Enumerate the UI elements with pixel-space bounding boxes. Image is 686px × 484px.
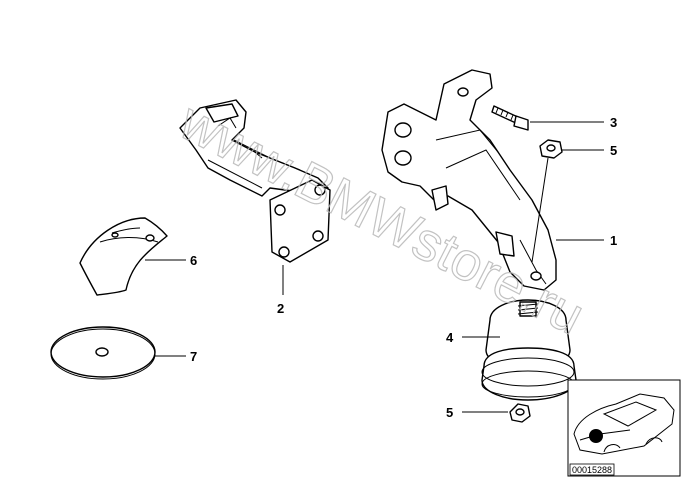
part-7-washer-disc — [50, 326, 156, 380]
part-1-mount-bracket — [381, 69, 557, 291]
callout-6: 6 — [190, 253, 197, 268]
callout-5-upper: 5 — [610, 143, 617, 158]
callout-1: 1 — [610, 233, 617, 248]
part-4-rubber-mount — [481, 299, 577, 401]
part-5-nut-upper — [539, 139, 563, 159]
callout-4: 4 — [446, 330, 454, 345]
leader-lines — [145, 121, 604, 413]
part-6-shield-plate — [79, 217, 168, 296]
callout-5-lower: 5 — [446, 405, 453, 420]
vehicle-location-inset: 00015288 — [567, 379, 681, 477]
callout-7: 7 — [190, 349, 197, 364]
callout-3: 3 — [610, 115, 617, 130]
inset-reference-number: 00015288 — [572, 465, 612, 475]
part-5-nut-lower — [509, 403, 531, 423]
part-2-support-bracket — [179, 99, 331, 263]
part-3-bolt — [491, 105, 529, 131]
callout-2: 2 — [277, 301, 284, 316]
location-marker-dot — [589, 429, 603, 443]
